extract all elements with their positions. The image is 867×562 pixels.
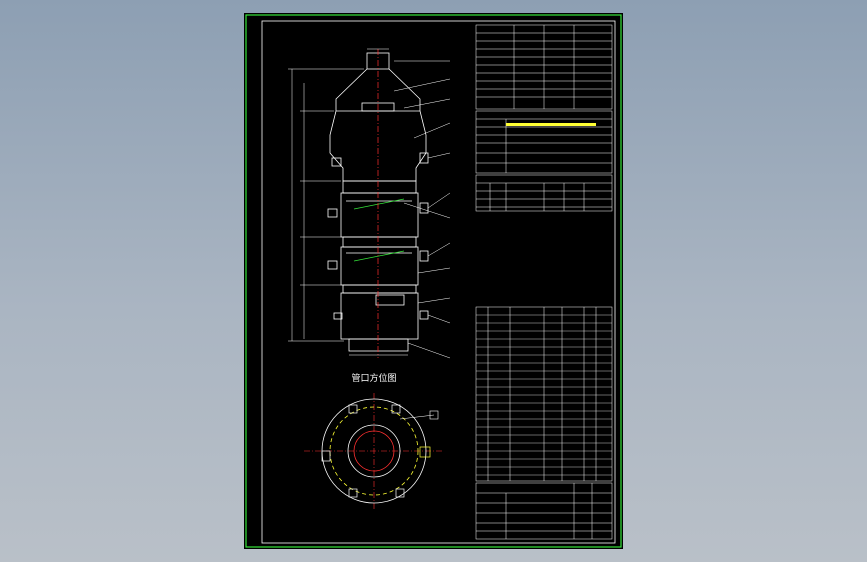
technical-requirements-table <box>475 110 613 174</box>
nozzle-orientation-title: 管口方位图 <box>351 372 396 384</box>
tower-elevation <box>327 52 429 352</box>
design-data-table <box>475 24 613 110</box>
inner-frame <box>261 20 616 544</box>
nozzle-orientation-view <box>304 393 444 509</box>
title-block <box>475 482 613 540</box>
outer-frame <box>245 14 622 548</box>
highlight-bar <box>506 123 596 126</box>
dimension-lines <box>288 48 408 356</box>
parts-list-table <box>475 306 613 482</box>
drawing-sheet: 管口方位图 <box>244 13 623 549</box>
leader-lines <box>393 60 451 359</box>
cad-drawing: 管口方位图 <box>245 14 622 548</box>
nozzle-table <box>475 174 613 212</box>
parts-list-rows <box>476 314 612 476</box>
